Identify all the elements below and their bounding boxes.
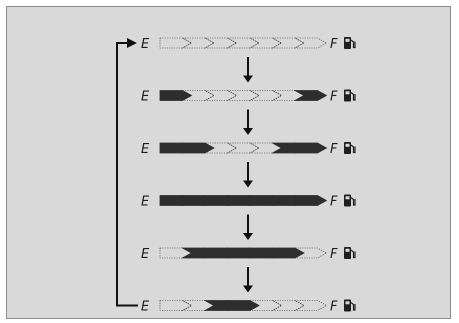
empty-label: E bbox=[141, 300, 150, 315]
fuel-pump-icon bbox=[344, 194, 356, 207]
gauge-segment-6 bbox=[271, 300, 305, 311]
gauge-segment-5 bbox=[248, 90, 283, 101]
empty-label: E bbox=[141, 90, 150, 105]
down-arrow-icon bbox=[243, 214, 253, 240]
empty-label: E bbox=[141, 195, 150, 210]
gauge-segment-1 bbox=[159, 37, 193, 49]
full-label: F bbox=[330, 247, 338, 262]
loop-back-arrow-icon bbox=[116, 38, 138, 307]
gauge-segment-3 bbox=[203, 90, 238, 101]
full-label: F bbox=[330, 300, 338, 315]
gauge-segment-4 bbox=[226, 90, 260, 101]
down-arrow-icon bbox=[243, 57, 253, 83]
full-label: F bbox=[330, 37, 338, 52]
gauge-segment-3 bbox=[203, 37, 238, 49]
empty-label: E bbox=[141, 37, 150, 52]
gauge-segment-4 bbox=[226, 37, 260, 49]
down-arrow-icon bbox=[243, 109, 253, 135]
full-label: F bbox=[330, 195, 338, 210]
gauge-segment-2 bbox=[181, 37, 215, 49]
fuel-pump-icon bbox=[344, 299, 356, 312]
gauge-segment-7 bbox=[293, 247, 328, 259]
gauge-segment-7 bbox=[293, 300, 328, 311]
gauge-segment-4 bbox=[226, 142, 260, 154]
down-arrow-icon bbox=[243, 267, 253, 293]
full-label: F bbox=[330, 90, 338, 105]
gauge-segment-1 bbox=[159, 300, 193, 311]
fuel-pump-icon bbox=[344, 89, 356, 102]
gauge-segment-1 bbox=[159, 90, 193, 101]
gauge-segment-1 bbox=[159, 247, 193, 259]
gauge-segment-7 bbox=[293, 90, 328, 101]
gauge-segment-7 bbox=[293, 142, 328, 154]
gauge-segment-7 bbox=[293, 37, 328, 49]
empty-label: E bbox=[141, 247, 150, 262]
full-label: F bbox=[330, 142, 338, 157]
gauge-segment-5 bbox=[248, 37, 283, 49]
fuel-pump-icon bbox=[344, 142, 356, 154]
down-arrow-icon bbox=[243, 162, 253, 188]
fuel-pump-icon bbox=[344, 37, 356, 49]
gauge-segment-7 bbox=[293, 195, 328, 206]
gauge-segment-6 bbox=[271, 37, 305, 49]
fuel-pump-icon bbox=[344, 247, 356, 259]
empty-label: E bbox=[141, 142, 150, 157]
